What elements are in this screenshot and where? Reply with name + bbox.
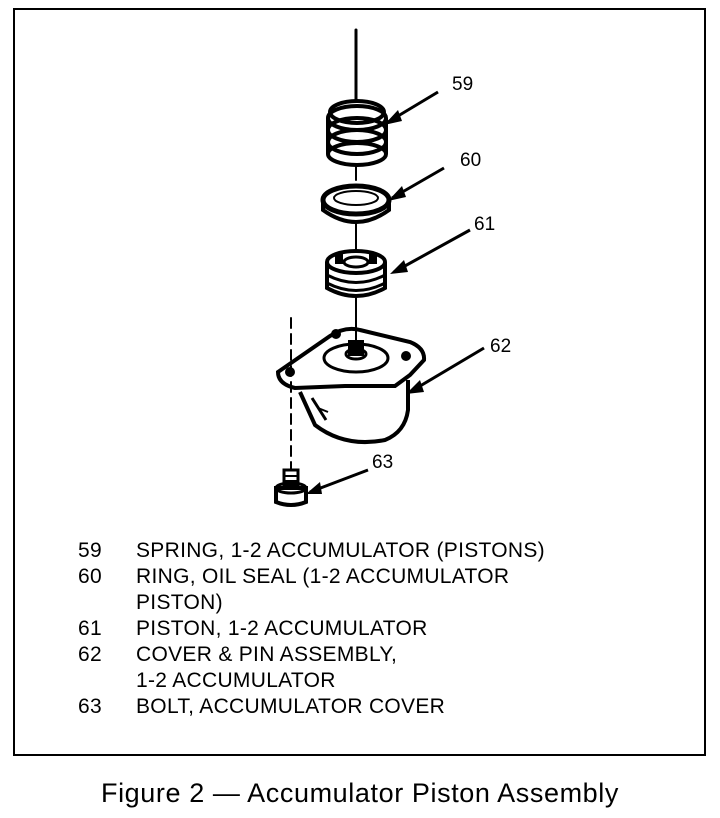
legend-description: RING, OIL SEAL (1-2 ACCUMULATOR	[136, 565, 510, 588]
figure-caption: Figure 2 — Accumulator Piston Assembly	[100, 778, 619, 808]
legend-number: 60	[78, 565, 102, 588]
oil-seal-ring-part	[320, 183, 392, 224]
callout-61: 61	[474, 214, 496, 235]
legend-number: 61	[78, 617, 102, 640]
callout-63: 63	[372, 452, 394, 473]
callout-59: 59	[452, 74, 474, 95]
spring-part	[326, 99, 388, 167]
legend-number: 63	[78, 695, 102, 718]
legend-item: 60 RING, OIL SEAL (1-2 ACCUMULATOR	[78, 564, 678, 590]
legend-description-continued: PISTON)	[136, 591, 223, 614]
figure-frame	[13, 8, 706, 756]
legend-description: PISTON, 1-2 ACCUMULATOR	[136, 617, 428, 640]
legend-item: 62 COVER & PIN ASSEMBLY,	[78, 642, 678, 668]
cover-pin-part	[275, 326, 427, 445]
bolt-part	[274, 468, 308, 507]
legend-number: 59	[78, 539, 102, 562]
parts-legend: 59 SPRING, 1-2 ACCUMULATOR (PISTONS) 60 …	[78, 538, 678, 720]
legend-description: SPRING, 1-2 ACCUMULATOR (PISTONS)	[136, 539, 545, 562]
callout-62: 62	[490, 336, 512, 357]
legend-description: COVER & PIN ASSEMBLY,	[136, 643, 398, 666]
legend-description-continued: 1-2 ACCUMULATOR	[136, 669, 336, 692]
legend-item: 59 SPRING, 1-2 ACCUMULATOR (PISTONS)	[78, 538, 678, 564]
legend-number: 62	[78, 643, 102, 666]
legend-item: 61 PISTON, 1-2 ACCUMULATOR	[78, 616, 678, 642]
legend-item: 63 BOLT, ACCUMULATOR COVER	[78, 694, 678, 720]
legend-description: BOLT, ACCUMULATOR COVER	[136, 695, 446, 718]
callout-60: 60	[460, 150, 482, 171]
callout-arrowheads	[306, 110, 424, 494]
piston-part	[325, 249, 387, 298]
